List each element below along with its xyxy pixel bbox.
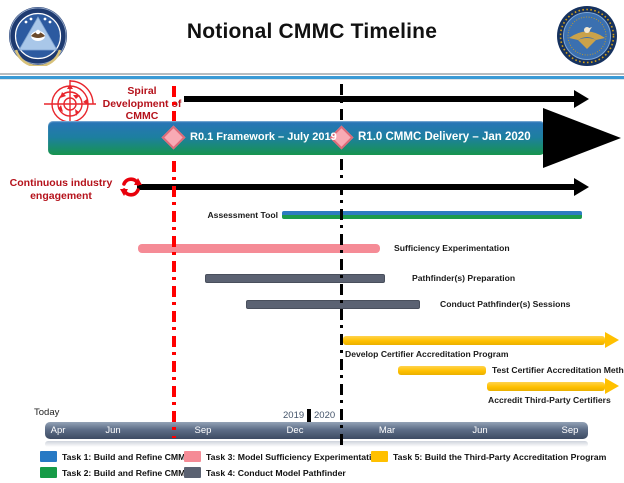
test-certifier-methodology-label: Test Certifier Accreditation Methodology	[492, 365, 624, 375]
legend-swatch-task1	[40, 451, 57, 462]
assessment-tool-bar	[282, 211, 582, 219]
legend-swatch-task4	[184, 467, 201, 478]
delivery-reference-line	[340, 84, 343, 450]
conduct-pathfinder-sessions-label: Conduct Pathfinder(s) Sessions	[440, 299, 571, 309]
month-axis: Apr Jun Sep Dec Mar Jun Sep	[45, 422, 588, 439]
legend-label-task4: Task 4: Conduct Model Pathfinder	[206, 468, 346, 478]
conduct-pathfinder-sessions-bar	[246, 300, 420, 309]
milestone-label-r01: R0.1 Framework – July 2019	[190, 131, 337, 143]
department-of-defense-seal-icon	[556, 5, 618, 67]
ousd-acquisition-sustainment-seal-icon	[8, 6, 68, 66]
page-title: Notional CMMC Timeline	[186, 20, 438, 43]
spiral-development-label: Spiral Development of CMMC	[102, 85, 182, 122]
develop-certifier-accreditation-bar	[343, 332, 619, 348]
year-separator	[307, 409, 311, 422]
cmmc-master-track-arrowhead	[543, 108, 621, 168]
legend-label-task3: Task 3: Model Sufficiency Experimentatio…	[206, 452, 383, 462]
test-certifier-methodology-bar	[398, 366, 486, 375]
legend-swatch-task3	[184, 451, 201, 462]
axis-tick-dec: Dec	[286, 425, 304, 436]
year-2020-label: 2020	[314, 410, 336, 421]
accredit-third-party-bar	[487, 378, 619, 394]
axis-tick-sep2: Sep	[561, 425, 579, 436]
legend-label-task2: Task 2: Build and Refine CMMC	[62, 468, 192, 478]
axis-tick-sep1: Sep	[194, 425, 212, 436]
pathfinder-preparation-bar	[205, 274, 385, 283]
sufficiency-experimentation-bar	[138, 244, 380, 253]
milestone-label-r10: R1.0 CMMC Delivery – Jan 2020	[358, 131, 531, 143]
pathfinder-preparation-label: Pathfinder(s) Preparation	[412, 273, 516, 283]
legend-swatch-task2	[40, 467, 57, 478]
cmmc-master-track-bar	[48, 121, 545, 155]
today-reference-line	[172, 86, 176, 438]
continuous-engagement-label: Continuous industry engagement	[9, 177, 113, 202]
assessment-tool-label: Assessment Tool	[207, 210, 278, 220]
develop-certifier-accreditation-label: Develop Certifier Accreditation Program	[345, 349, 509, 359]
axis-tick-jun1: Jun	[105, 425, 121, 436]
accredit-third-party-label: Accredit Third-Party Certifiers	[488, 395, 611, 405]
axis-tick-apr: Apr	[50, 425, 66, 436]
spiral-development-arrow	[184, 90, 589, 108]
today-label: Today	[34, 407, 60, 418]
year-2019-label: 2019	[283, 410, 305, 421]
cycle-arrows-icon	[119, 175, 143, 199]
axis-tick-jun2: Jun	[472, 425, 488, 436]
axis-reflection	[45, 441, 588, 447]
sufficiency-experimentation-label: Sufficiency Experimentation	[394, 243, 510, 253]
header-divider	[0, 73, 624, 80]
axis-tick-mar: Mar	[378, 425, 396, 436]
legend-label-task1: Task 1: Build and Refine CMMC	[62, 452, 192, 462]
legend-swatch-task5	[371, 451, 388, 462]
continuous-engagement-arrow	[137, 178, 589, 196]
legend-label-task5: Task 5: Build the Third-Party Accreditat…	[393, 452, 607, 462]
